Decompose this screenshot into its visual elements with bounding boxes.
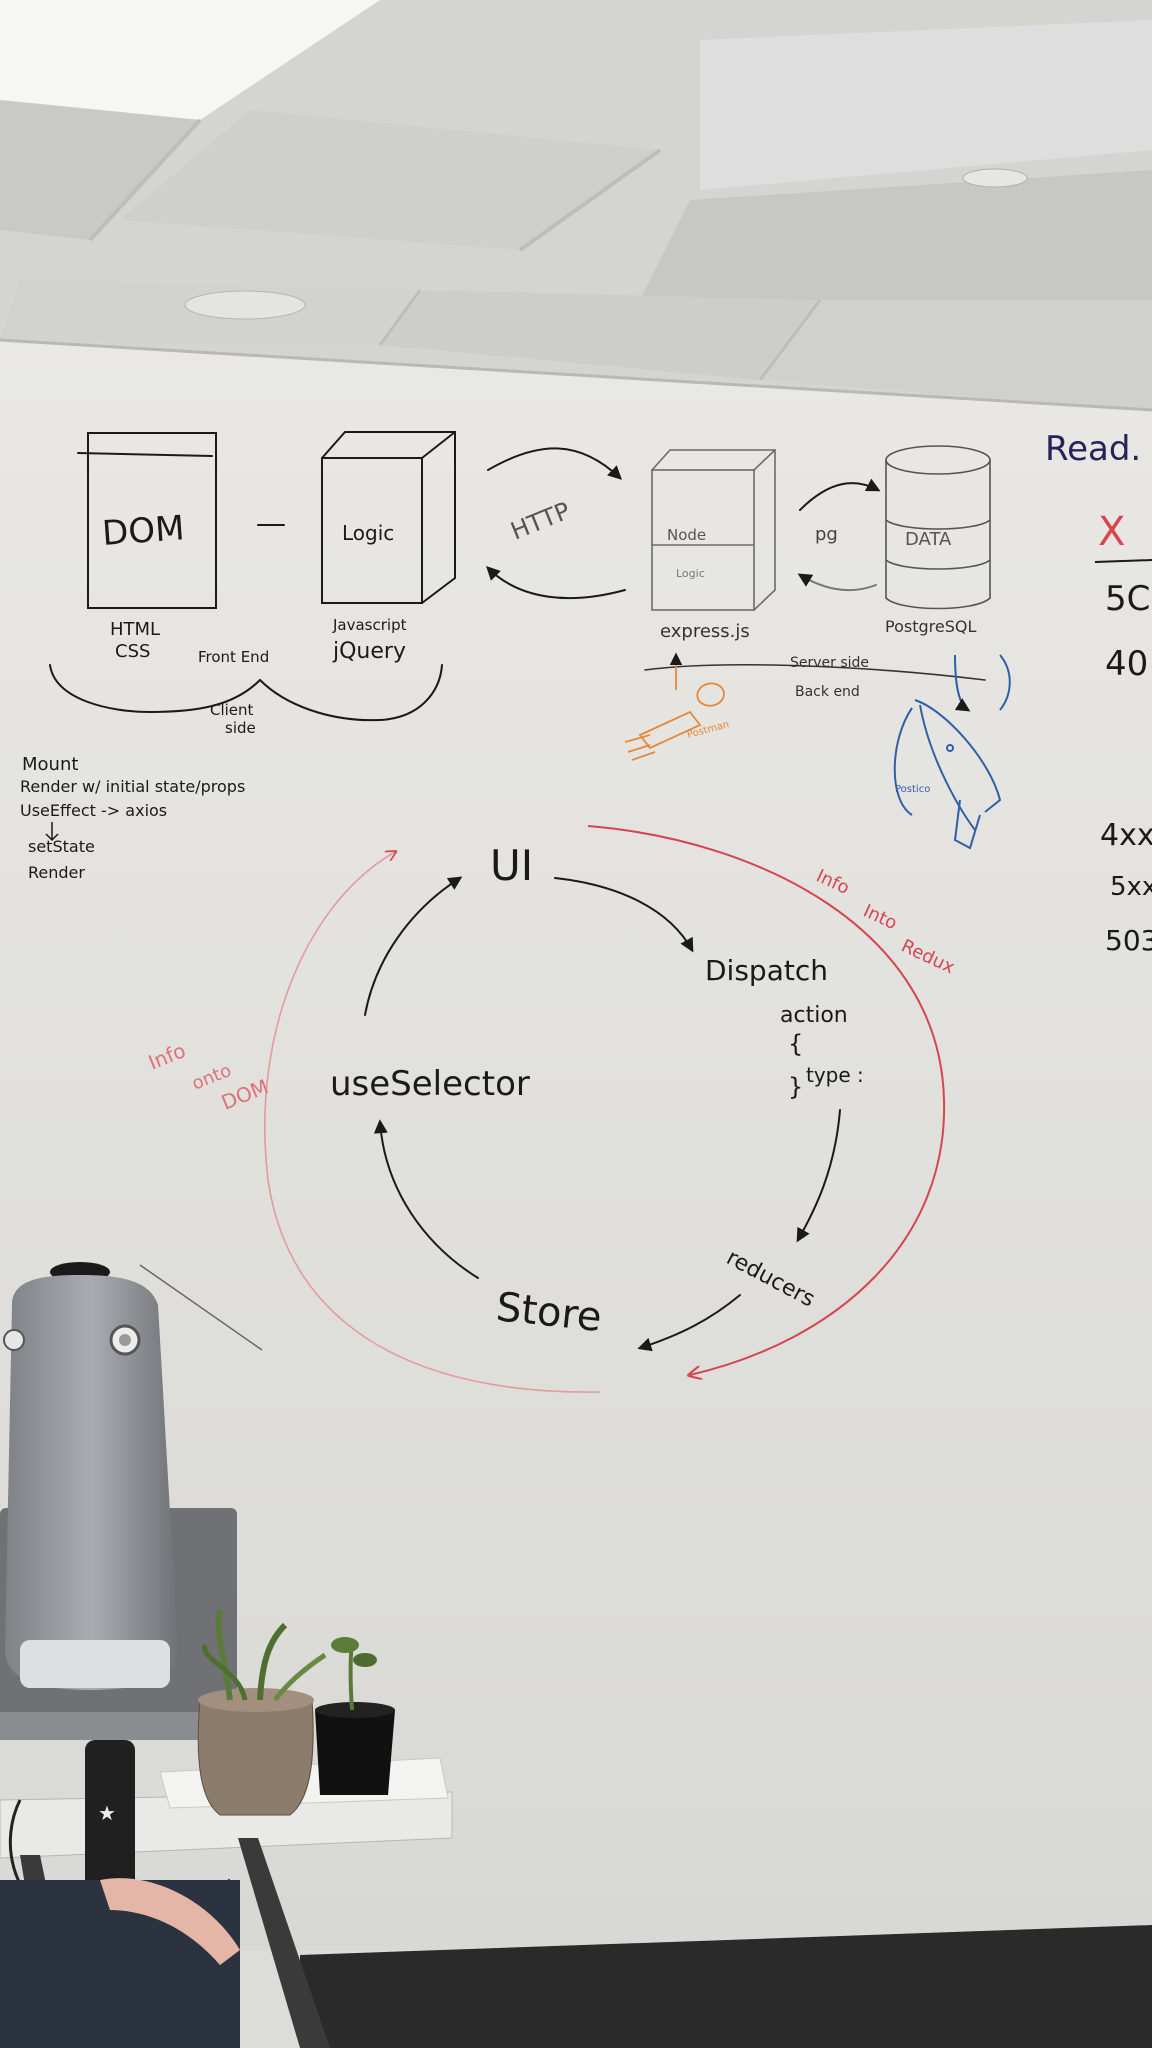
server-logic-label: Logic — [676, 567, 705, 580]
read-label: Read. V — [1045, 429, 1152, 469]
brace-close: } — [788, 1073, 803, 1101]
logic-caption-js: Javascript — [332, 616, 407, 634]
person-arm — [0, 1878, 240, 2048]
server-side-label: Server side — [790, 655, 869, 671]
postico-label: Postico — [895, 784, 930, 795]
floor-baseboard — [300, 1925, 1152, 2048]
pg-label: pg — [815, 524, 838, 545]
ceiling-speaker — [184, 290, 306, 320]
express-server-cube — [651, 449, 776, 611]
dom-label: DOM — [101, 508, 186, 554]
succulent-plant-large — [197, 1609, 327, 1816]
ceiling-sensor — [962, 168, 1028, 188]
postico-elephant-sketch — [893, 654, 1011, 850]
dispatch-node: Dispatch — [705, 954, 828, 987]
back-end-label: Back end — [795, 684, 860, 700]
store-node: Store — [494, 1284, 604, 1341]
lifecycle-line-2: Render w/ initial state/props — [20, 777, 245, 796]
express-label: express.js — [660, 621, 750, 642]
logic-caption-jquery: jQuery — [332, 639, 406, 664]
dom-caption-html: HTML — [110, 619, 160, 640]
lifecycle-notes: Mount Render w/ initial state/props UseE… — [20, 754, 245, 882]
x-mark: X — [1098, 509, 1125, 555]
logic-label: Logic — [342, 521, 394, 545]
code-4xx: 4xx — [1100, 818, 1152, 853]
code-5c: 5C — [1105, 579, 1150, 619]
action-label: action — [780, 1003, 848, 1028]
front-end-label: Front End — [198, 648, 269, 666]
ceiling — [0, 0, 1152, 412]
use-selector-node: useSelector — [330, 1064, 530, 1104]
dom-box — [87, 432, 217, 609]
lifecycle-line-3: UseEffect -> axios — [20, 801, 167, 820]
ui-node: UI — [490, 841, 533, 890]
code-5xx: 5xx — [1110, 872, 1152, 902]
code-40: 40 — [1105, 644, 1148, 684]
postman-sketch — [624, 652, 725, 761]
brace-open: { — [788, 1030, 803, 1058]
code-503: 503 — [1105, 924, 1152, 957]
architecture-diagram — [49, 431, 991, 722]
database-cylinder — [885, 445, 991, 610]
client-side-brace — [49, 664, 443, 722]
client-label: Client — [210, 701, 254, 719]
lifecycle-line-5: Render — [28, 863, 85, 882]
lifecycle-line-4: setState — [28, 837, 95, 856]
right-edge-notes: Read. V X 5C 40 4xx 5xx 503 — [1045, 429, 1152, 957]
node-label: Node — [667, 526, 706, 544]
red-outer-arc — [587, 825, 946, 1375]
lifecycle-line-1: Mount — [22, 754, 78, 775]
logic-cube — [321, 431, 456, 604]
type-label: type : — [806, 1063, 864, 1087]
star-glyph: ★ — [98, 1801, 116, 1825]
postgres-label: PostgreSQL — [885, 617, 976, 636]
potted-plant-small — [315, 1637, 395, 1795]
side-label: side — [225, 719, 256, 737]
diagram-labels: DOM HTML CSS Logic Javascript jQuery Fro… — [101, 497, 977, 795]
dom-caption-css: CSS — [115, 641, 150, 662]
data-label: DATA — [905, 529, 952, 550]
